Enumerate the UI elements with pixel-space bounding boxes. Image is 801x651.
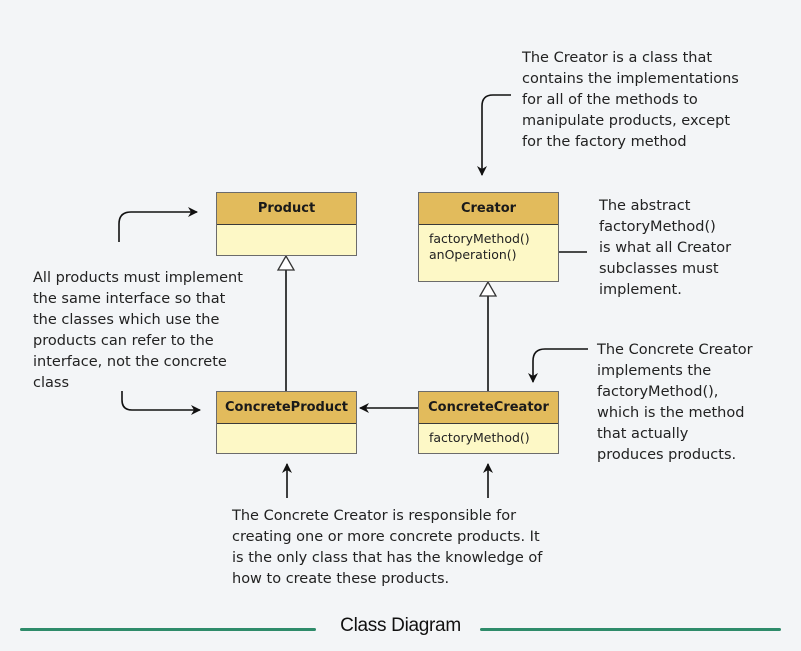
class-methods: factoryMethod() xyxy=(419,424,558,452)
class-name: ConcreteProduct xyxy=(217,392,356,424)
note-concrete-creator: The Concrete Creator implements the fact… xyxy=(597,340,753,466)
note-line: the classes which use the xyxy=(33,312,220,328)
class-name: ConcreteCreator xyxy=(419,392,558,424)
class-concrete-creator: ConcreteCreator factoryMethod() xyxy=(418,391,559,454)
note-line: The Concrete Creator xyxy=(597,342,753,358)
class-methods: factoryMethod() anOperation() xyxy=(419,225,558,269)
note-line: subclasses must xyxy=(599,261,719,277)
class-methods xyxy=(217,424,356,436)
footer-rule-left xyxy=(20,628,316,631)
note-line: interface, not the concrete xyxy=(33,354,227,370)
class-concrete-product: ConcreteProduct xyxy=(216,391,357,454)
note-products-interface: All products must implement the same int… xyxy=(33,268,243,394)
note-line: for all of the methods to xyxy=(522,92,698,108)
arrow-to-concrete-product xyxy=(121,391,201,415)
note-line: how to create these products. xyxy=(232,571,450,587)
note-creator: The Creator is a class that contains the… xyxy=(522,48,739,153)
note-line: All products must implement xyxy=(33,270,243,286)
note-line: The abstract xyxy=(599,198,691,214)
note-line: The Creator is a class that xyxy=(522,50,713,66)
note-line: for the factory method xyxy=(522,134,687,150)
note-responsible: The Concrete Creator is responsible for … xyxy=(232,506,542,590)
footer-rule-right xyxy=(480,628,781,631)
note-line: implements the xyxy=(597,363,712,379)
class-product: Product xyxy=(216,192,357,256)
note-line: is what all Creator xyxy=(599,240,732,256)
inheritance-triangle-product xyxy=(276,254,296,271)
note-line: products can refer to the xyxy=(33,333,214,349)
note-line: creating one or more concrete products. … xyxy=(232,529,540,545)
method: factoryMethod() xyxy=(429,430,530,445)
class-creator: Creator factoryMethod() anOperation() xyxy=(418,192,559,282)
note-line: produces products. xyxy=(597,447,737,463)
diagram-title: Class Diagram xyxy=(340,615,461,636)
note-line: class xyxy=(33,375,69,391)
method: anOperation() xyxy=(429,247,517,262)
class-name: Creator xyxy=(419,193,558,225)
arrow-to-creator xyxy=(477,94,511,176)
class-methods xyxy=(217,225,356,237)
note-line: that actually xyxy=(597,426,689,442)
arrow-to-product xyxy=(118,207,198,242)
arrow-to-concrete-creator xyxy=(528,348,588,383)
note-line: the same interface so that xyxy=(33,291,226,307)
note-line: The Concrete Creator is responsible for xyxy=(232,508,517,524)
inheritance-triangle-creator xyxy=(478,280,498,297)
note-line: manipulate products, except xyxy=(522,113,731,129)
note-line: which is the method xyxy=(597,405,745,421)
note-abstract-factory-method: The abstract factoryMethod() is what all… xyxy=(599,196,731,301)
method: factoryMethod() xyxy=(429,231,530,246)
note-line: factoryMethod(), xyxy=(597,384,719,400)
note-line: is the only class that has the knowledge… xyxy=(232,550,543,566)
note-line: factoryMethod() xyxy=(599,219,716,235)
class-name: Product xyxy=(217,193,356,225)
note-line: implement. xyxy=(599,282,682,298)
note-line: contains the implementations xyxy=(522,71,739,87)
